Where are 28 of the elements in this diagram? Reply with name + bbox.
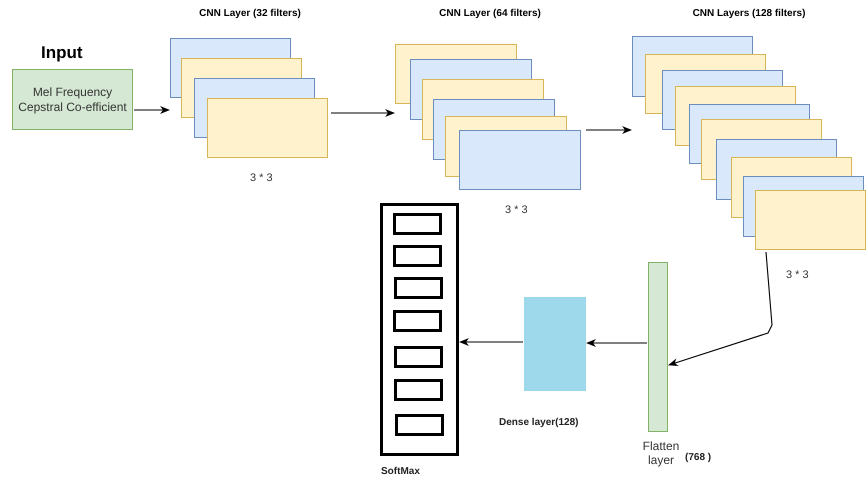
output-unit <box>394 379 443 401</box>
size-label: (768 ) <box>685 451 712 465</box>
output-unit <box>393 310 442 332</box>
layer-sheet <box>755 190 866 250</box>
output-unit <box>394 277 443 299</box>
output-unit <box>395 414 444 436</box>
layer-title: CNN Layer (64 filters) <box>438 7 542 21</box>
arrow <box>134 106 170 114</box>
kernel-size-label: 3 * 3 <box>250 171 273 186</box>
arrow <box>331 109 395 117</box>
layer-sheet <box>459 130 581 190</box>
arrow <box>586 339 647 347</box>
layer-caption: Flatten layer <box>642 439 680 467</box>
kernel-size-label: 3 * 3 <box>786 268 809 283</box>
kernel-size-label: 3 * 3 <box>505 203 528 218</box>
output-unit <box>393 213 442 235</box>
layer-title: CNN Layers (128 filters) <box>692 7 806 21</box>
arrow <box>668 252 773 366</box>
output-unit <box>393 245 442 267</box>
output-unit <box>394 346 443 368</box>
layer-title: CNN Layer (32 filters) <box>198 7 302 21</box>
arrow <box>459 338 523 346</box>
arrow <box>586 126 632 134</box>
heading: Input <box>41 42 83 64</box>
layer-caption: SoftMax <box>381 465 420 479</box>
layer-caption: Dense layer(128) <box>499 416 578 430</box>
layer-sheet <box>207 98 328 158</box>
box-label: Mel Frequency Cepstral Co-efficient <box>17 84 128 114</box>
